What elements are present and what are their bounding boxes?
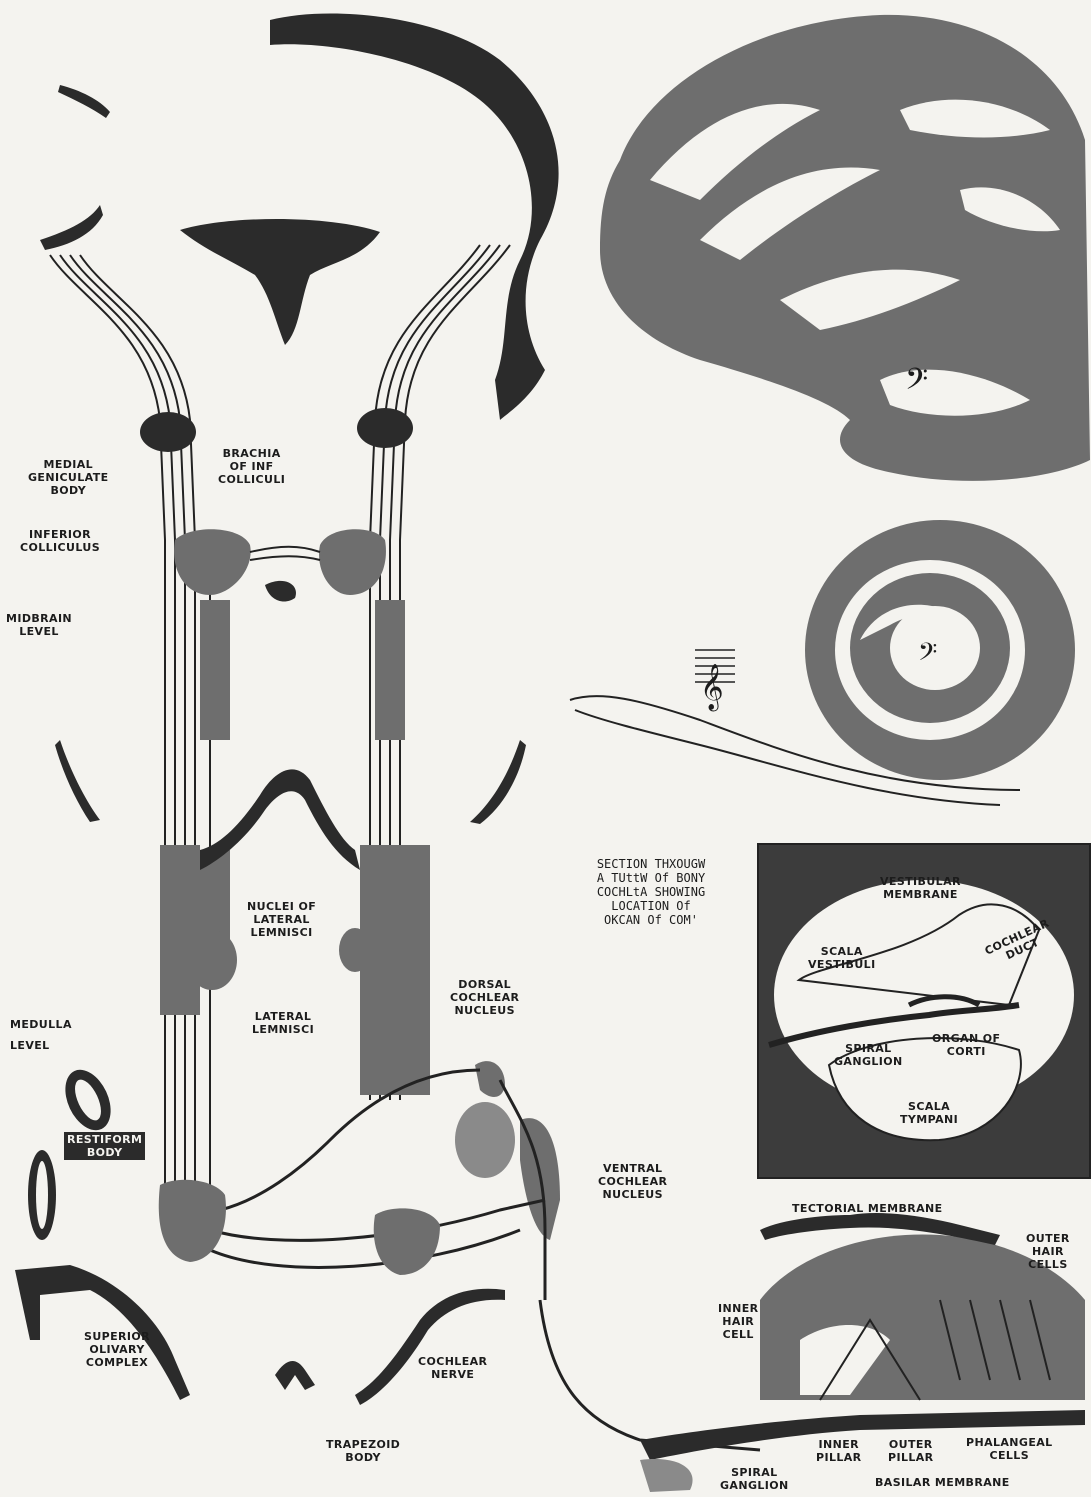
label-spiral-ganglion-inset: SPIRALGANGLION (834, 1042, 903, 1068)
brain-lateral-view (600, 15, 1090, 481)
label-outer-pillar: OUTERPILLAR (888, 1438, 934, 1464)
left-ascending-fibers (50, 255, 210, 1200)
caption-line: A TUttW Of BONY (556, 871, 746, 885)
label-medial-geniculate: MEDIALGENICULATEBODY (28, 458, 109, 497)
svg-text:𝄢: 𝄢 (918, 638, 937, 673)
label-trapezoid-body: TRAPEZOIDBODY (326, 1438, 400, 1464)
brainstem-outline (55, 740, 526, 870)
right-inferior-colliculus (319, 529, 386, 595)
label-phalangeal-cells: PHALANGEALCELLS (966, 1436, 1053, 1462)
label-outer-hair-cells: OUTERHAIRCELLS (1026, 1232, 1070, 1271)
label-scala-vestibuli: SCALAVESTIBULI (808, 945, 876, 971)
label-superior-olivary-complex: SUPERIOROLIVARYCOMPLEX (84, 1330, 150, 1369)
label-nuclei-lateral-lemnisci: NUCLEI OFLATERALLEMNISCI (247, 900, 316, 939)
label-tectorial-membrane: TECTORIAL MEMBRANE (792, 1202, 943, 1215)
right-medial-geniculate (357, 408, 413, 448)
figure-caption: SECTION THXOUGW A TUttW Of BONY COCHLtA … (556, 857, 746, 927)
superior-olivary-nuclei (159, 1180, 440, 1275)
caption-line: LOCATION Of (556, 899, 746, 913)
label-brachia: BRACHIAOF INFCOLLICULI (218, 447, 285, 486)
label-lateral-lemnisci: LATERALLEMNISCI (252, 1010, 314, 1036)
label-inner-hair-cell: INNERHAIRCELL (718, 1302, 759, 1341)
left-medial-geniculate (140, 412, 196, 452)
bass-clef-icon: 𝄢 (905, 363, 928, 404)
label-organ-of-corti: ORGAN OFCORTI (932, 1032, 1000, 1058)
svg-text:𝄢: 𝄢 (905, 363, 928, 404)
label-medulla-level: MEDULLALEVEL (10, 1018, 72, 1052)
svg-text:𝄞: 𝄞 (700, 664, 724, 712)
label-basilar-membrane: BASILAR MEMBRANE (875, 1476, 1010, 1489)
caption-line: SECTION THXOUGW (556, 857, 746, 871)
cortex-section (40, 13, 559, 601)
label-ventral-cochlear-nucleus: VENTRALCOCHLEARNUCLEUS (598, 1162, 667, 1201)
label-restiform-body: RESTIFORMBODY (64, 1132, 145, 1160)
cochlear-nuclei (210, 1061, 760, 1450)
label-scala-tympani: SCALATYMPANI (900, 1100, 958, 1126)
label-midbrain-level: MIDBRAINLEVEL (6, 612, 72, 638)
caption-line: COCHLtA SHOWING (556, 885, 746, 899)
caption-line: OKCAN Of COM' (556, 913, 746, 927)
label-inferior-colliculus: INFERIORCOLLICULUS (20, 528, 100, 554)
label-vestibular-membrane: VESTIBULARMEMBRANE (880, 875, 961, 901)
cochlea-spiral: 𝄢 (570, 520, 1075, 805)
treble-clef-icon: 𝄞 (695, 650, 735, 712)
label-cochlear-nerve: COCHLEARNERVE (418, 1355, 487, 1381)
label-dorsal-cochlear-nucleus: DORSALCOCHLEARNUCLEUS (450, 978, 519, 1017)
label-inner-pillar: INNERPILLAR (816, 1438, 862, 1464)
label-spiral-ganglion-bottom: SPIRALGANGLION (720, 1466, 789, 1492)
